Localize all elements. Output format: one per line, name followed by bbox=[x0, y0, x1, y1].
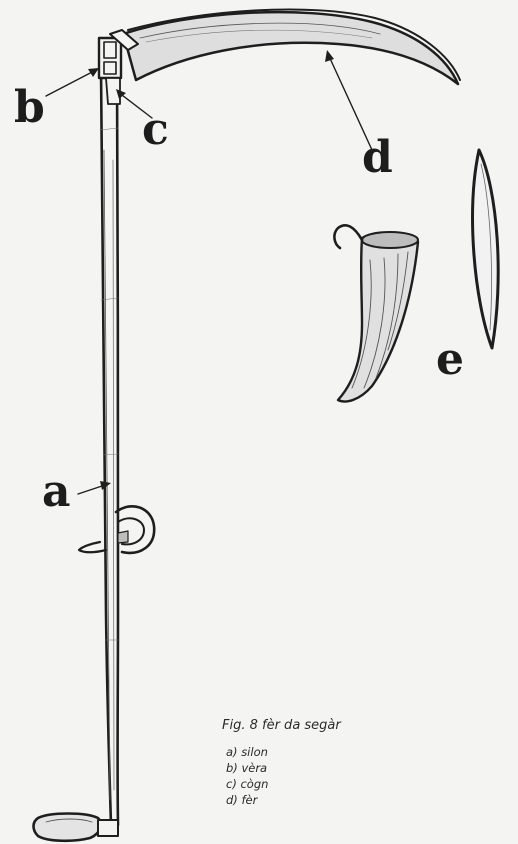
legend-item: c) cògn bbox=[226, 776, 268, 792]
scythe-handle bbox=[100, 70, 118, 825]
bottom-grip bbox=[34, 814, 119, 841]
legend-item: d) fèr bbox=[226, 792, 268, 808]
handle-grip bbox=[79, 506, 154, 553]
figure-caption: Fig. 8 fèr da segàr bbox=[222, 718, 341, 733]
label-c: c bbox=[142, 108, 169, 152]
horn-whetstone-holder bbox=[334, 225, 418, 401]
label-d: d bbox=[362, 136, 393, 180]
figure-legend: a) silon b) vèra c) cògn d) fèr bbox=[226, 744, 268, 808]
whetstone bbox=[473, 150, 499, 348]
legend-item: a) silon bbox=[226, 744, 268, 760]
leader-lines bbox=[46, 54, 372, 494]
label-e: e bbox=[436, 338, 464, 382]
scythe-blade bbox=[123, 9, 460, 84]
label-a: a bbox=[42, 470, 71, 514]
label-b: b bbox=[14, 86, 45, 130]
leader-arrowheads bbox=[88, 50, 334, 490]
legend-item: b) vèra bbox=[226, 760, 268, 776]
